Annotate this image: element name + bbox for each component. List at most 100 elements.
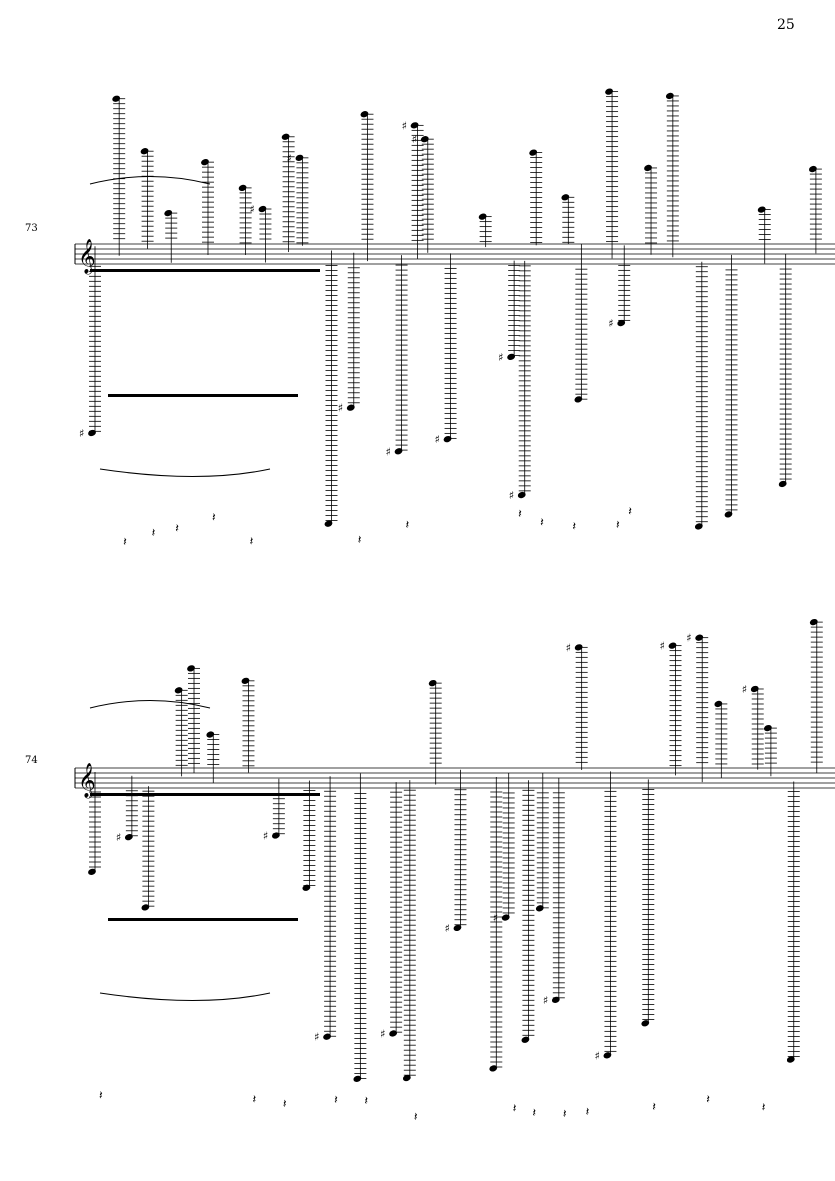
rest-icon: 𝄽 [563, 1106, 567, 1120]
tie [99, 468, 271, 477]
measure-number-73: 73 [25, 223, 38, 234]
notehead [141, 904, 150, 911]
rest-icon: 𝄽 [652, 1099, 656, 1113]
sharp-icon: ♯ [686, 632, 691, 645]
sharp-icon: ♯ [493, 912, 498, 925]
rest-icon: 𝄽 [616, 517, 620, 531]
notehead [360, 111, 369, 118]
rest-icon: 𝄽 [252, 1092, 256, 1106]
notehead [394, 448, 403, 455]
sharp-icon: ♯ [509, 489, 514, 502]
notehead [489, 1065, 498, 1072]
rest-icon: 𝄽 [572, 519, 576, 533]
notehead [428, 679, 437, 687]
rest-icon: 𝄽 [532, 1106, 536, 1120]
notehead [295, 154, 304, 161]
notehead [644, 164, 652, 172]
notehead [551, 996, 560, 1003]
notehead [258, 205, 267, 213]
notehead [561, 194, 570, 201]
notehead [521, 1036, 530, 1043]
notehead [140, 148, 149, 155]
notehead [724, 511, 733, 518]
notehead [714, 700, 723, 708]
rest-icon: 𝄽 [513, 1101, 517, 1115]
notehead [605, 88, 613, 95]
notehead [420, 136, 429, 143]
notehead [443, 435, 452, 443]
sharp-icon: ♯ [249, 203, 254, 216]
notehead [574, 396, 583, 403]
tie [99, 992, 271, 1001]
notehead [507, 353, 516, 360]
notehead [271, 832, 280, 839]
notehead [324, 520, 333, 527]
notehead [501, 914, 510, 921]
notehead [695, 634, 704, 641]
sharp-icon: ♯ [263, 830, 268, 843]
sharp-icon: ♯ [338, 402, 343, 415]
rest-icon: 𝄽 [706, 1092, 710, 1106]
rest-icon: 𝄽 [334, 1092, 338, 1106]
rest-icon: 𝄽 [99, 1088, 103, 1102]
sharp-icon: ♯ [412, 133, 417, 146]
sharp-icon: ♯ [116, 831, 121, 844]
notehead [206, 731, 215, 738]
sharp-icon: ♯ [380, 1027, 385, 1040]
rest-icon: 𝄽 [406, 517, 410, 531]
notehead [389, 1030, 398, 1037]
rest-icon: 𝄽 [152, 525, 156, 539]
tie [89, 700, 211, 709]
sharp-icon: ♯ [566, 641, 571, 654]
notehead [763, 724, 772, 732]
rest-icon: 𝄽 [358, 533, 362, 547]
measure-number-74: 74 [25, 755, 38, 766]
sharp-icon: ♯ [594, 1049, 599, 1062]
beam [108, 394, 298, 397]
rest-icon: 𝄽 [414, 1109, 418, 1123]
notehead [201, 159, 209, 166]
notehead [402, 1074, 411, 1082]
sharp-icon: ♯ [386, 445, 391, 458]
notehead [281, 133, 290, 140]
notehead [124, 834, 133, 841]
page-number: 25 [777, 17, 795, 33]
notehead [603, 1052, 612, 1059]
beam [90, 269, 320, 272]
notehead [241, 677, 250, 684]
rest-icon: 𝄽 [123, 534, 127, 548]
notehead [757, 206, 766, 213]
notehead [174, 687, 183, 694]
notehead [517, 491, 526, 499]
notehead [478, 213, 487, 220]
rest-icon: 𝄽 [250, 534, 254, 548]
rest-icon: 𝄽 [628, 504, 632, 518]
treble-clef-icon: 𝄞 [78, 763, 96, 799]
notehead [302, 884, 311, 891]
sharp-icon: ♯ [660, 640, 665, 653]
rest-icon: 𝄽 [586, 1104, 590, 1118]
notehead [323, 1033, 331, 1040]
rest-icon: 𝄽 [175, 521, 179, 535]
sharp-icon: ♯ [314, 1031, 319, 1044]
sharp-icon: ♯ [402, 119, 407, 132]
notehead [453, 924, 462, 932]
sharp-icon: ♯ [79, 427, 84, 440]
sharp-icon: ♯ [286, 152, 291, 165]
notehead [786, 1056, 795, 1063]
rest-icon: 𝄽 [518, 506, 522, 520]
tie [89, 176, 211, 185]
notehead [410, 122, 419, 129]
sharp-icon: ♯ [742, 683, 747, 696]
notehead [574, 644, 583, 651]
notehead [353, 1075, 362, 1082]
notehead [535, 905, 544, 912]
notehead [641, 1020, 650, 1027]
notehead [617, 319, 626, 327]
notehead [112, 95, 121, 102]
notehead [346, 404, 355, 411]
beam [90, 793, 320, 796]
sharp-icon: ♯ [543, 994, 548, 1007]
sharp-icon: ♯ [435, 433, 440, 446]
